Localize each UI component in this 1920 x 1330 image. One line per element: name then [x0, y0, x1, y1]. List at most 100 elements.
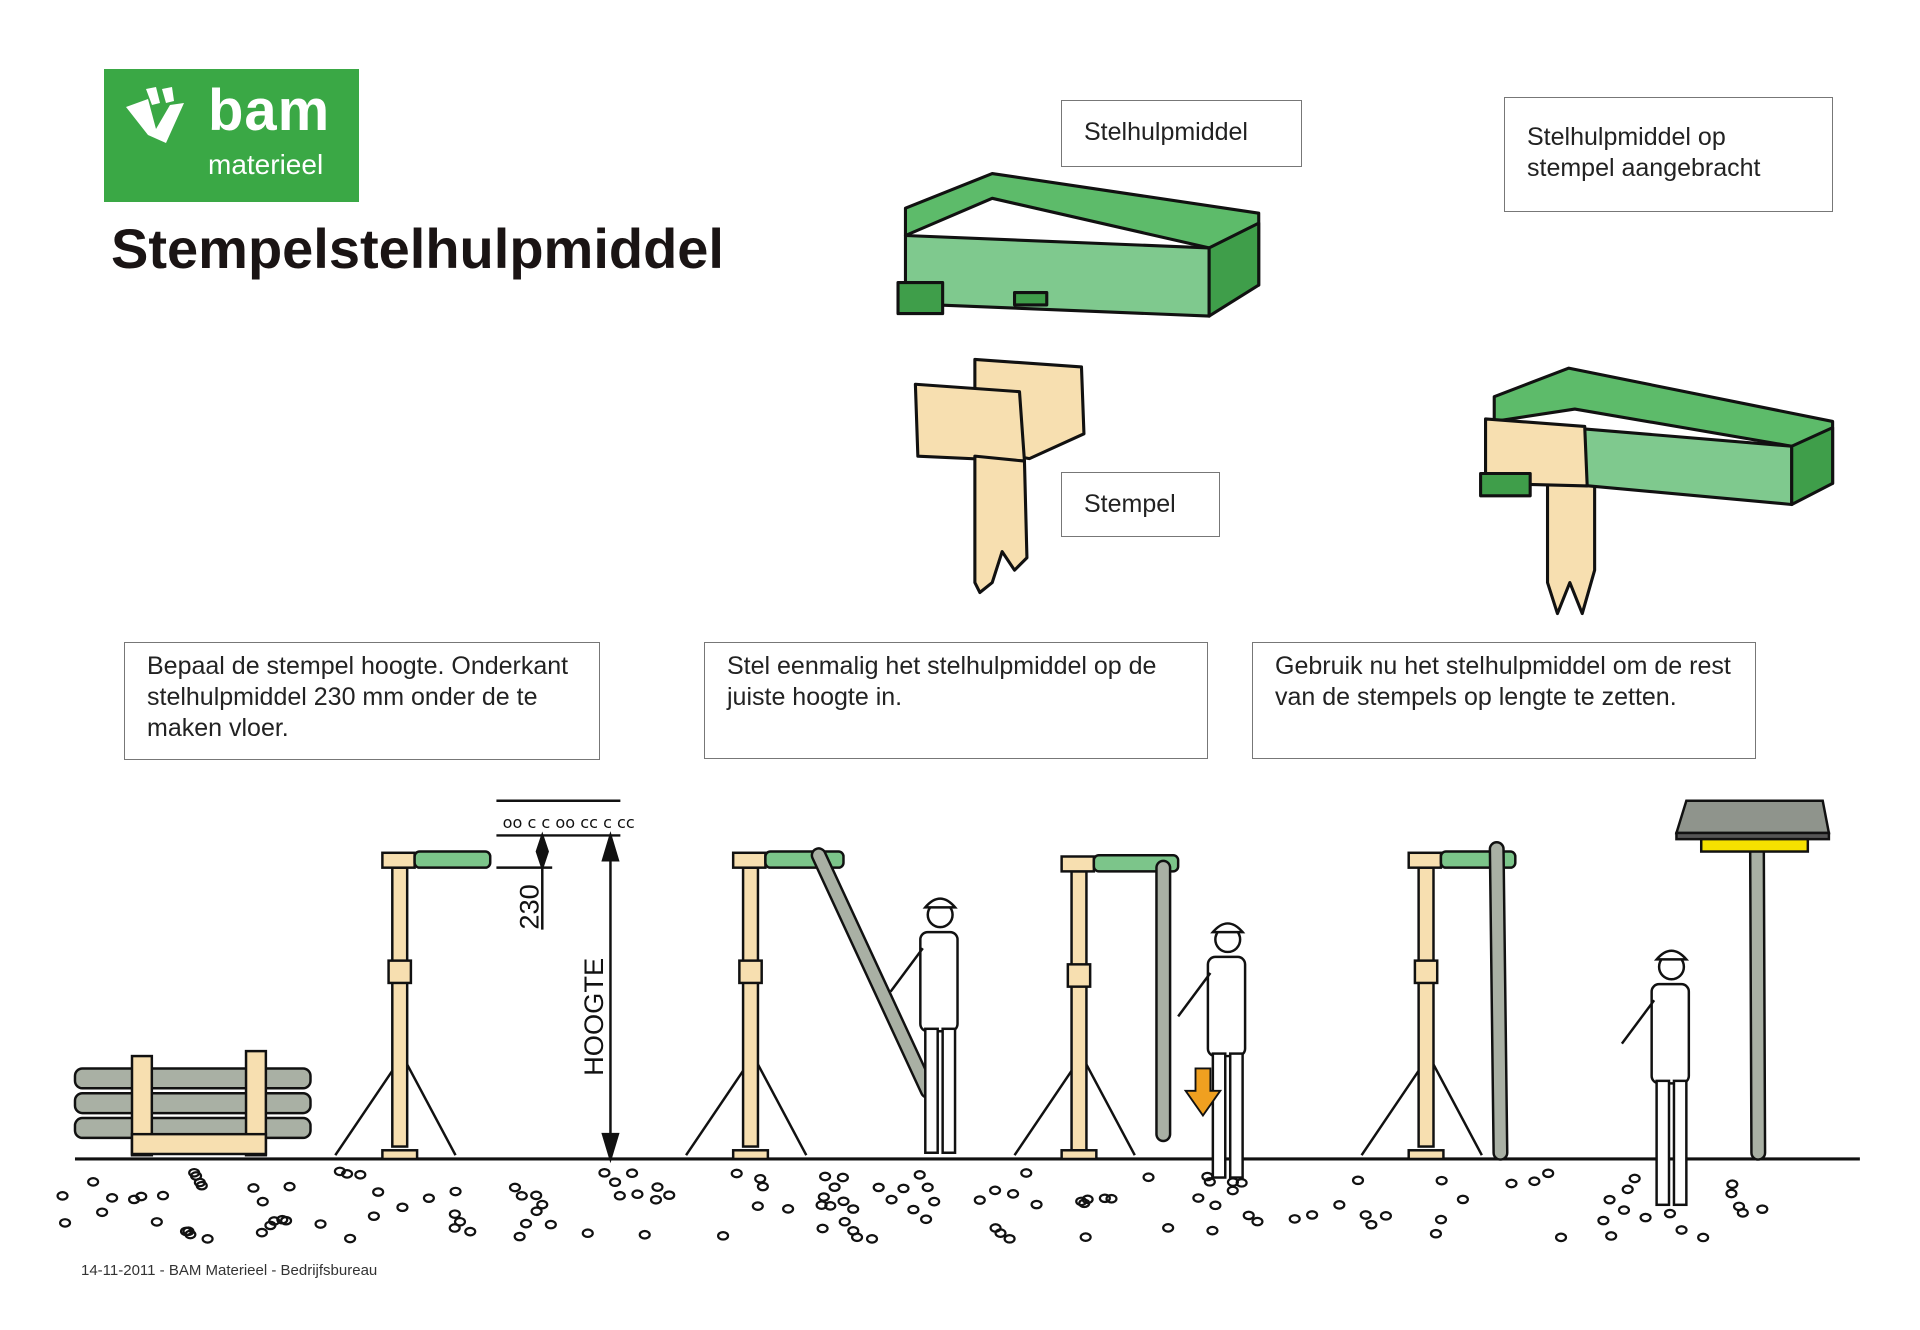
pebble — [913, 1170, 926, 1180]
pebble — [195, 1180, 208, 1191]
pebble — [928, 1196, 941, 1207]
tripod-leg — [1082, 1059, 1136, 1156]
prop-base — [1060, 1149, 1098, 1161]
pebble — [754, 1173, 767, 1184]
pebble — [1006, 1189, 1020, 1199]
pebble — [847, 1204, 860, 1214]
pebble — [1628, 1173, 1641, 1184]
step-1-text: Bepaal de stempel hoogte. Onderkant stel… — [124, 642, 600, 760]
pebble — [1209, 1200, 1222, 1211]
pebble — [1603, 1194, 1616, 1205]
pebble — [1435, 1175, 1448, 1186]
tripod-leg — [1360, 1059, 1428, 1156]
prop-head — [381, 851, 416, 869]
tripod-prop — [685, 850, 845, 1161]
pebble — [449, 1186, 462, 1197]
pebble — [751, 1201, 764, 1211]
label-tool: Stelhulpmiddel — [1061, 100, 1302, 167]
worker — [1620, 949, 1691, 1207]
bam-logo: bam materieel — [104, 69, 359, 202]
pebble — [638, 1229, 651, 1240]
pebble — [1697, 1232, 1710, 1243]
label-prop: Stempel — [1061, 472, 1220, 537]
pebble — [96, 1207, 109, 1218]
pebble — [1456, 1194, 1469, 1205]
pebble — [1663, 1208, 1677, 1219]
pebble — [1251, 1216, 1264, 1227]
pebble — [344, 1233, 357, 1244]
pebble — [1079, 1232, 1092, 1242]
prop-coupler — [387, 959, 413, 985]
stacked-props — [73, 1049, 312, 1157]
pebble — [1505, 1178, 1518, 1189]
prop-coupler — [1413, 959, 1439, 985]
pebble — [819, 1171, 832, 1182]
label-tool-on-prop: Stelhulpmiddel op stempel aangebracht — [1504, 97, 1833, 212]
pebble — [1359, 1210, 1372, 1220]
ground-pebbles — [56, 1166, 1769, 1244]
pebble — [1075, 1196, 1088, 1207]
worker-arm — [1177, 972, 1212, 1018]
pebble — [838, 1216, 851, 1227]
dimension-lines — [496, 831, 620, 1164]
pebble — [872, 1182, 885, 1193]
pebble — [519, 1218, 533, 1229]
worker-leg — [924, 1027, 939, 1154]
pebble — [663, 1190, 676, 1201]
pebble — [453, 1216, 467, 1227]
pebble — [276, 1214, 289, 1225]
pebble — [515, 1191, 528, 1201]
pebble — [816, 1223, 829, 1234]
steel-prop — [810, 847, 936, 1099]
pebble — [1434, 1214, 1448, 1225]
pebble — [256, 1196, 269, 1207]
pebble — [1605, 1231, 1618, 1241]
pebble — [850, 1232, 864, 1243]
pebble — [907, 1204, 920, 1215]
pebble — [201, 1234, 214, 1244]
worker-leg — [1655, 1079, 1671, 1207]
pebble — [1142, 1172, 1155, 1183]
pebble — [1621, 1184, 1634, 1195]
pebble — [651, 1182, 664, 1192]
pebble — [247, 1183, 260, 1193]
pebble — [921, 1182, 934, 1193]
step-2-text: Stel eenmalig het stelhulpmiddel op de j… — [704, 642, 1208, 759]
concrete-slab: oo c c oo cc c cc — [496, 799, 635, 837]
pebble — [1192, 1193, 1205, 1203]
worker-arm — [889, 947, 924, 993]
hardhat-icon — [922, 897, 958, 909]
pebble — [994, 1228, 1007, 1238]
pebble — [989, 1185, 1002, 1196]
worker-body — [1206, 955, 1247, 1058]
pebble — [973, 1195, 986, 1205]
prop-base — [1407, 1149, 1445, 1161]
pebble — [1429, 1228, 1443, 1239]
prop-head — [1060, 855, 1096, 873]
dimension-230-label: 230 — [514, 884, 545, 929]
pebble — [625, 1168, 639, 1179]
prop-coupler — [1066, 963, 1092, 988]
steel-prop — [1748, 843, 1767, 1161]
props-sequence — [334, 841, 1767, 1161]
pebble — [836, 1172, 849, 1183]
tripod-prop — [334, 850, 492, 1161]
pebble — [1365, 1219, 1378, 1230]
worker-leg — [1211, 1052, 1227, 1179]
pebble — [1105, 1193, 1118, 1204]
pebble — [1542, 1168, 1555, 1179]
dimension-height-label: HOOGTE — [578, 958, 609, 1076]
pebble — [730, 1168, 743, 1179]
pebble — [179, 1226, 193, 1237]
pebble — [513, 1231, 526, 1242]
pebble — [824, 1201, 837, 1211]
pebble — [608, 1177, 622, 1188]
logo-brand: bam — [208, 78, 331, 143]
tripod-leg — [754, 1059, 808, 1156]
tool-on-prop-illustration — [1479, 366, 1835, 616]
prop-pole — [391, 866, 409, 1148]
pebble — [87, 1177, 100, 1187]
pebble — [536, 1199, 549, 1210]
worker-arm — [1620, 999, 1656, 1045]
pebble — [1020, 1168, 1033, 1178]
